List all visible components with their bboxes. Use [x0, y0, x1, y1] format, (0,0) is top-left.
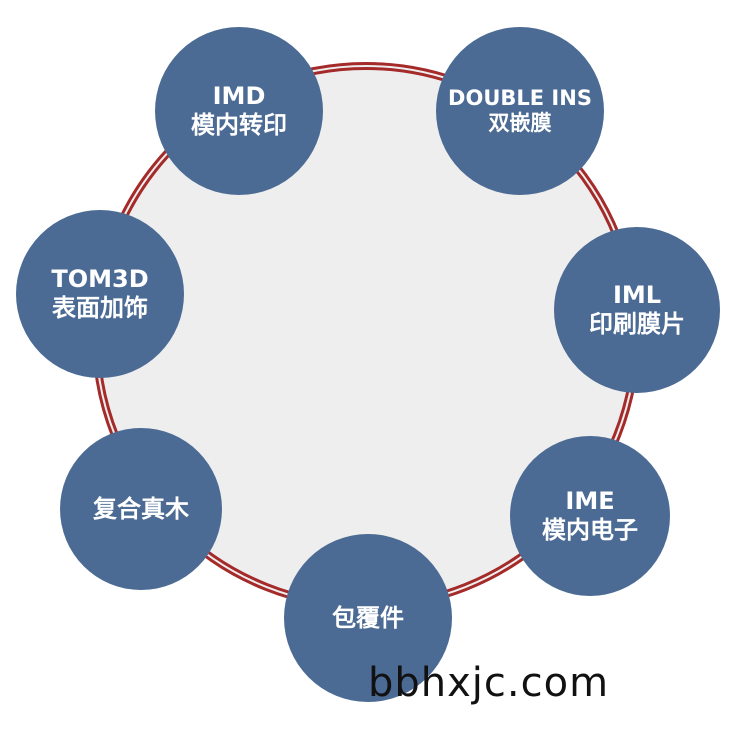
node-subtitle: 模内转印 [191, 111, 287, 139]
node-subtitle: 双嵌膜 [488, 111, 552, 135]
node-iml: IML 印刷膜片 [554, 227, 720, 393]
node-subtitle: 表面加饰 [52, 294, 148, 322]
node-subtitle: 印刷膜片 [589, 310, 685, 338]
node-title: 包覆件 [332, 603, 404, 632]
node-subtitle: 模内电子 [542, 516, 638, 544]
node-title: IML [612, 281, 662, 310]
node-fuhe-zhenmu: 复合真木 [60, 428, 222, 590]
node-baofujian: 包覆件 [284, 534, 452, 702]
node-ime: IME 模内电子 [510, 436, 670, 596]
node-imd: IMD 模内转印 [155, 27, 323, 195]
node-title: 复合真木 [93, 494, 189, 523]
node-title: DOUBLE INS [448, 85, 592, 110]
node-tom3d: TOM3D 表面加饰 [16, 210, 184, 378]
node-title: TOM3D [51, 265, 149, 294]
node-title: IME [565, 487, 615, 516]
watermark-text: bbhxjc.com [368, 660, 610, 706]
node-double-ins: DOUBLE INS 双嵌膜 [436, 27, 604, 195]
node-title: IMD [212, 82, 266, 111]
